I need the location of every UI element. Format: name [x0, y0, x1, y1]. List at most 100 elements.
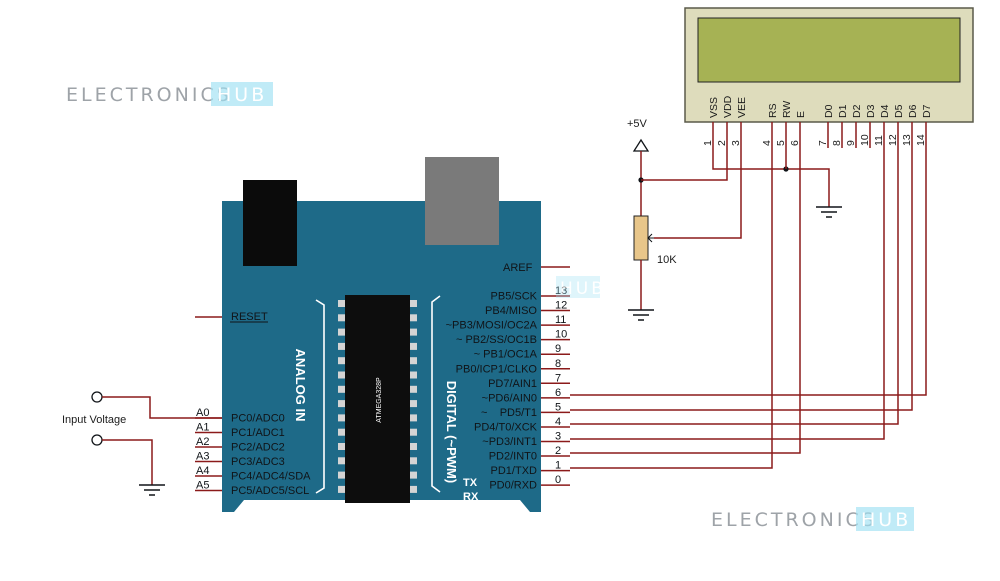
chip-pin	[409, 400, 417, 408]
digital-pin-number: 10	[555, 329, 567, 341]
power-jack	[243, 180, 297, 266]
lcd-pin-name: D0	[823, 104, 835, 118]
analog-title: ANALOG IN	[293, 349, 308, 422]
lcd-pin-number: 2	[716, 140, 728, 146]
lcd-pin-name: VSS	[708, 97, 720, 118]
digital-pin-number: 7	[555, 372, 561, 384]
analog-pin-number: A1	[196, 422, 209, 434]
signal-wires	[570, 148, 927, 469]
digital-pin-number: 6	[555, 387, 561, 399]
input-ground-wire	[102, 439, 153, 485]
chip-pin	[338, 400, 346, 408]
digital-pin-number: 1	[555, 460, 561, 472]
chip-pin	[338, 314, 346, 322]
digital-pin-label: PD7/AIN1	[488, 378, 537, 390]
chip-pin	[409, 314, 417, 322]
lcd-pins: VSS1VDD2VEE3RS4RW5E6D07D18D29D310D411D51…	[702, 95, 933, 148]
d6-wire	[570, 148, 913, 411]
input-terminal-negative	[91, 434, 103, 446]
lcd-pin-name: D1	[837, 104, 849, 118]
lcd-pin-name: D5	[893, 104, 905, 118]
chip-pin	[409, 457, 417, 465]
lcd-pin-name: RW	[781, 101, 793, 118]
input-wire-a0	[102, 396, 222, 419]
digital-pin-label: PD0/RXD	[489, 480, 537, 492]
digital-pin-label: ~ PD5/T1	[481, 407, 537, 419]
chip-pin	[409, 328, 417, 336]
lcd-pin-name: RS	[767, 103, 779, 118]
chip-pin	[409, 342, 417, 350]
power-circuit: +5V 10K	[627, 118, 842, 321]
watermark-brand: ELECTRONICS	[711, 509, 877, 531]
lcd-pin-number: 3	[730, 140, 742, 146]
rx-label: RX	[463, 491, 479, 503]
digital-pin-number: 3	[555, 431, 561, 443]
ground-symbol-lcd	[816, 206, 842, 218]
lcd-display: VSS1VDD2VEE3RS4RW5E6D07D18D29D310D411D51…	[684, 7, 974, 148]
d5-wire	[570, 148, 899, 425]
chip-pin	[338, 342, 346, 350]
digital-pin-number: 12	[555, 300, 567, 312]
analog-pin-number: A4	[196, 465, 209, 477]
digital-pin-label: PB0/ICP1/CLKO	[456, 363, 538, 375]
analog-pin-number: A3	[196, 451, 209, 463]
lcd-pin-number: 5	[775, 140, 787, 146]
chip-pin	[338, 471, 346, 479]
digital-pin-number: 9	[555, 343, 561, 355]
analog-pin-label: PC0/ADC0	[231, 413, 285, 425]
analog-pin-label: PC2/ADC2	[231, 442, 285, 454]
lcd-pin-number: 9	[845, 140, 857, 146]
chip-pin	[338, 414, 346, 422]
analog-pin-number: A5	[196, 480, 209, 492]
watermark-middle: HUB	[556, 276, 603, 299]
watermark-badge: HUB	[861, 509, 911, 531]
chip-pin	[409, 371, 417, 379]
chip-pin	[338, 428, 346, 436]
chip-pin	[338, 485, 346, 493]
watermark-bottom-right: ELECTRONICS HUB	[711, 507, 914, 531]
chip-pin	[409, 443, 417, 450]
analog-pin-label: PC5/ADC5/SCL	[231, 485, 309, 497]
digital-pin-label: ~ PB1/OC1A	[474, 349, 538, 361]
pot-label: 10K	[657, 254, 677, 266]
digital-pin-number: 4	[555, 416, 561, 428]
lcd-power-wires	[641, 148, 830, 239]
digital-pin-label: ~PB3/MOSI/OC2A	[446, 320, 538, 332]
digital-pin-label: PB4/MISO	[485, 305, 537, 317]
d4-wire	[570, 148, 885, 440]
watermark-badge-bg	[556, 276, 600, 298]
chip-pin	[409, 300, 417, 307]
ground-symbol-pot	[628, 309, 654, 321]
d7-wire	[570, 148, 927, 396]
rs-wire	[570, 148, 773, 469]
input-terminal-positive	[91, 391, 103, 403]
analog-pin-number: A2	[196, 436, 209, 448]
input-voltage-terminals: Input Voltage	[62, 391, 222, 496]
supply-label: +5V	[627, 118, 648, 130]
chip-pin	[338, 385, 346, 393]
input-voltage-label: Input Voltage	[62, 414, 126, 426]
vcc-symbol	[632, 138, 650, 152]
chip-pin	[409, 471, 417, 479]
digital-pin-label: PD4/T0/XCK	[474, 421, 538, 433]
digital-title: DIGITAL (~PWM)	[444, 381, 459, 483]
pot-wiper-arrow	[647, 233, 654, 243]
lcd-pin-number: 7	[817, 140, 829, 146]
lcd-pin-number: 8	[831, 140, 843, 146]
watermark-brand: ELECTRONICS	[66, 84, 232, 106]
lcd-pin-number: 13	[901, 134, 913, 146]
chip-pin	[338, 443, 346, 450]
lcd-pin-number: 10	[859, 134, 871, 146]
digital-pin-label: ~PD3/INT1	[482, 436, 537, 448]
chip-pin	[338, 357, 346, 365]
chip-pins	[338, 300, 417, 493]
lcd-pin-number: 1	[702, 140, 714, 146]
watermark-badge-bg	[211, 82, 273, 106]
analog-pin-label: PC1/ADC1	[231, 427, 285, 439]
digital-pin-number: 11	[555, 314, 566, 326]
reset-label: RESET	[231, 311, 268, 323]
lcd-pin-number: 14	[915, 134, 927, 146]
